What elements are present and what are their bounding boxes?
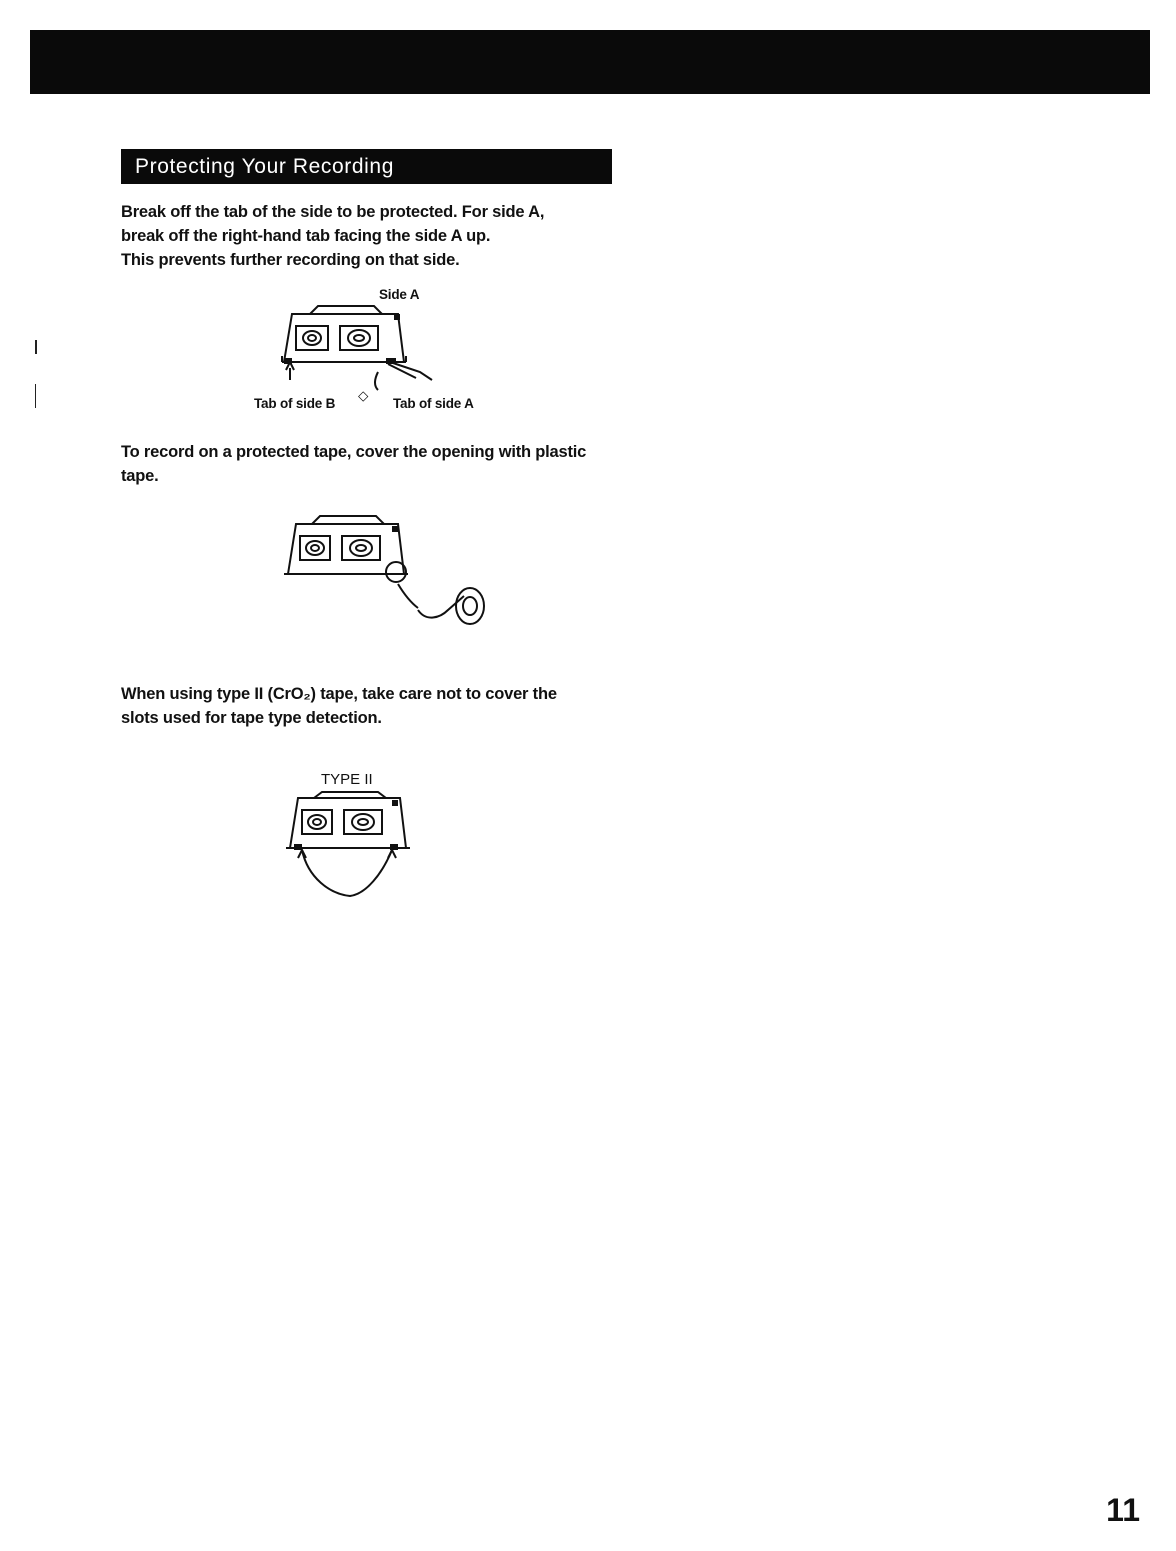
text-line: When using type II (CrO₂) tape, take car… (121, 685, 557, 703)
cassette-plastic-tape-figure (284, 515, 485, 625)
page-number: 11 (1106, 1492, 1140, 1528)
scan-edge-mark (35, 384, 36, 408)
type-ii-label: TYPE II (321, 771, 373, 788)
scan-edge-mark (35, 340, 37, 354)
tab-side-a-label: Tab of side A (393, 396, 474, 411)
text-line: break off the right-hand tab facing the … (121, 227, 491, 245)
paragraph-protect-tab: Break off the tab of the side to be prot… (121, 200, 621, 272)
cassette-type-ii-figure (286, 791, 410, 898)
diamond-icon: ◇ (358, 388, 369, 403)
section-title: Protecting Your Recording (121, 149, 612, 184)
text-line: Break off the tab of the side to be prot… (121, 203, 545, 221)
side-a-label: Side A (379, 287, 420, 302)
text-line: slots used for tape type detection. (121, 709, 382, 727)
tab-side-b-label: Tab of side B (254, 396, 336, 411)
cassette-tabs-figure (281, 305, 433, 391)
paragraph-type-ii: When using type II (CrO₂) tape, take car… (121, 682, 621, 730)
text-line: This prevents further recording on that … (121, 251, 460, 269)
text-line: To record on a protected tape, cover the… (121, 443, 587, 461)
paragraph-cover-opening: To record on a protected tape, cover the… (121, 440, 621, 488)
text-line: tape. (121, 467, 159, 485)
header-bar (30, 30, 1150, 94)
